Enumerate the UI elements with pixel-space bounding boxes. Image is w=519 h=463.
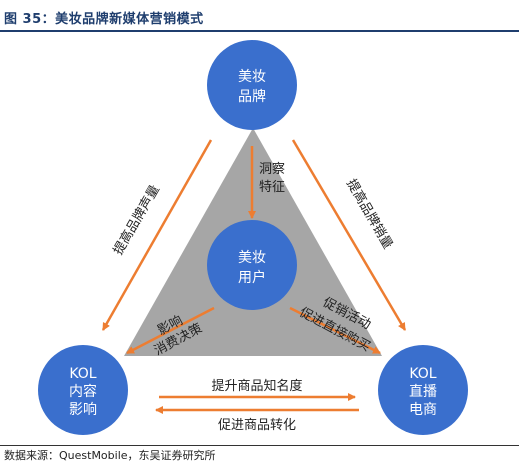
arrows: [101, 139, 407, 414]
kol-live-node-line-1: KOL: [409, 366, 436, 382]
awareness-label: 提升商品知名度: [211, 378, 302, 394]
kol-content-node: [38, 345, 128, 435]
arrow-user-to-kol-live: [289, 306, 381, 355]
brand-node: [207, 40, 297, 130]
user-node-line-2: 用户: [238, 269, 266, 286]
insight-label-line-1: 洞察: [259, 162, 285, 177]
kol-content-node-line-3: 影响: [69, 402, 97, 418]
kol-live-node: [378, 345, 468, 435]
user-node-line-1: 美妆: [238, 250, 266, 266]
source-rule: [0, 445, 519, 446]
source-note: 数据来源：QuestMobile，东吴证券研究所: [4, 449, 216, 462]
title-rule: [0, 30, 519, 32]
kol-content-node-line-1: KOL: [69, 366, 96, 382]
brand-node-line-2: 品牌: [238, 88, 266, 105]
kol-live-node-line-3: 电商: [409, 402, 437, 418]
arrow-user-to-kol-content: [126, 306, 215, 355]
figure-title: 图 35：美妆品牌新媒体营销模式: [4, 12, 204, 27]
conversion-label: 促进商品转化: [218, 418, 296, 433]
user-node: [207, 220, 297, 310]
arrow-brand-to-kol-content: [101, 139, 213, 331]
insight-label-line-2: 特征: [259, 180, 285, 195]
arrow-brand-to-kol-live: [291, 139, 407, 331]
brand-voice-label: 提高品牌声量: [110, 182, 163, 258]
kol-live-node-line-2: 直播: [409, 383, 437, 400]
kol-content-node-line-2: 内容: [69, 383, 97, 400]
brand-node-line-1: 美妆: [238, 69, 266, 85]
